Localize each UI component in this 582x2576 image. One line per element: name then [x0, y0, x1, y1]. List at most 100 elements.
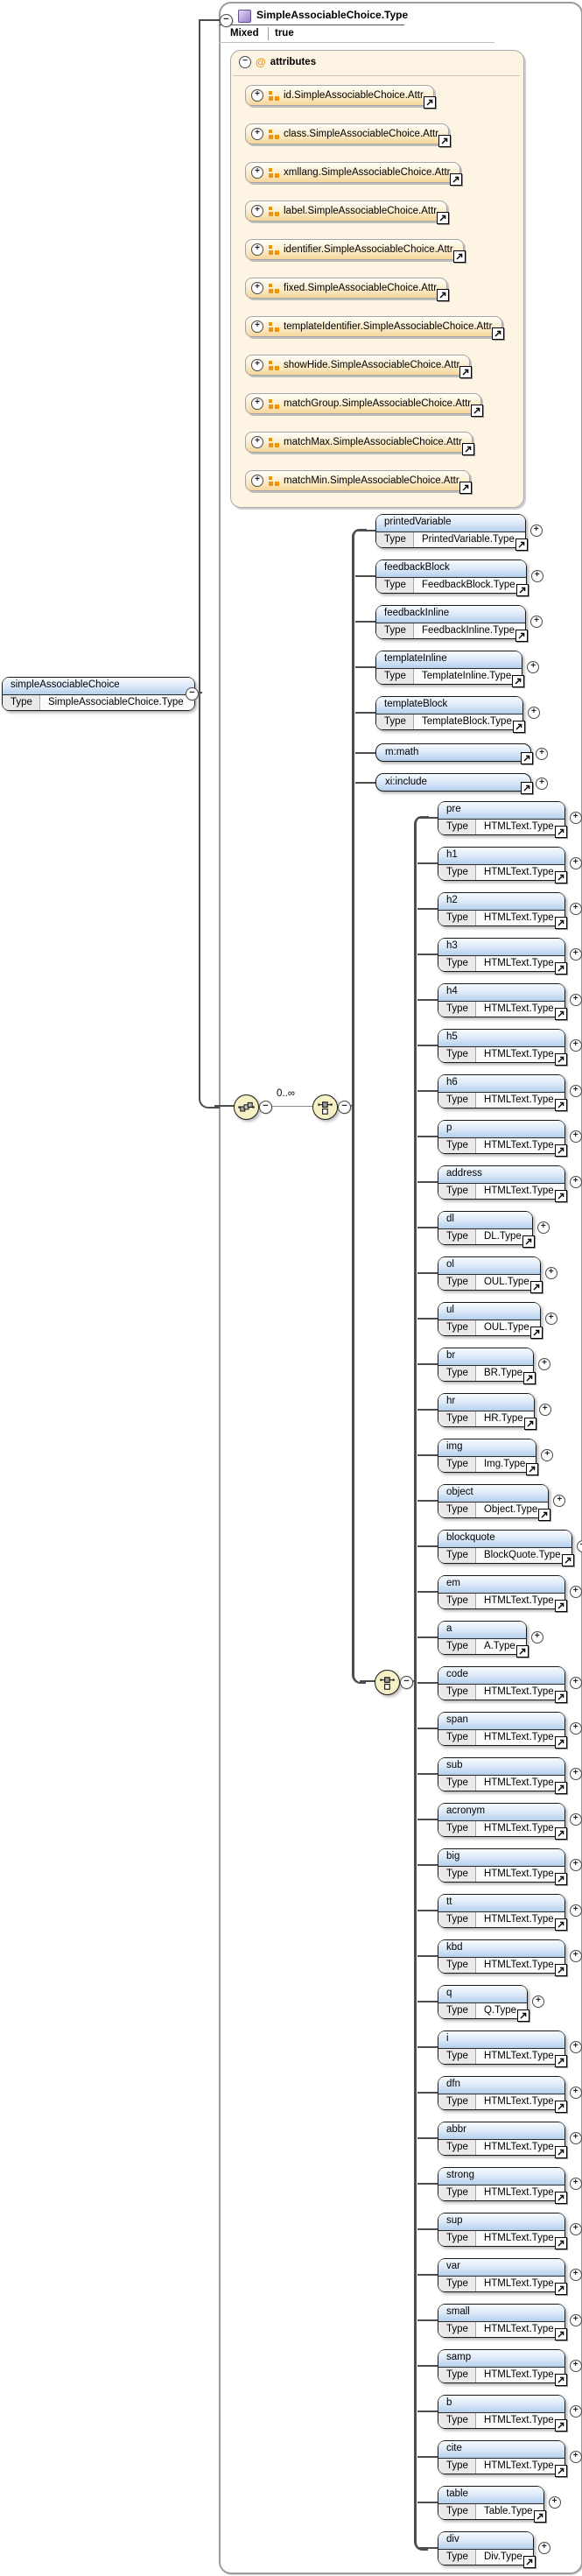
link-arrow-icon[interactable] — [538, 1509, 551, 1521]
attribute-box-matchMax.SimpleAssociableChoice.Attr[interactable]: + matchMax.SimpleAssociableChoice.Attr — [245, 432, 474, 455]
expand-element-button[interactable]: + — [538, 1358, 551, 1370]
element-box-kbd[interactable]: kbd Type HTMLText.Type — [438, 1939, 567, 1976]
element-box-h4[interactable]: h4 Type HTMLText.Type — [438, 983, 567, 1020]
link-arrow-icon[interactable] — [437, 289, 450, 301]
expand-element-button[interactable]: + — [530, 570, 543, 582]
link-arrow-icon[interactable] — [554, 1190, 567, 1202]
element-box-ul[interactable]: ul Type OUL.Type — [438, 1302, 543, 1339]
expand-element-button[interactable]: + — [569, 2360, 582, 2372]
element-box-samp[interactable]: samp Type HTMLText.Type — [438, 2349, 567, 2386]
element-item-em[interactable]: em Type HTMLText.Type + — [438, 1575, 582, 1612]
attribute-box-fixed.SimpleAssociableChoice.Attr[interactable]: + fixed.SimpleAssociableChoice.Attr — [245, 278, 450, 301]
element-item-templateBlock[interactable]: templateBlock Type TemplateBlock.Type + — [375, 696, 540, 733]
attribute-box-matchMin.SimpleAssociableChoice.Attr[interactable]: + matchMin.SimpleAssociableChoice.Attr — [245, 470, 472, 494]
element-item-h3[interactable]: h3 Type HTMLText.Type + — [438, 938, 582, 975]
link-arrow-icon[interactable] — [512, 675, 525, 687]
expand-attribute-button[interactable]: + — [251, 89, 263, 102]
collapse-type-button[interactable]: − — [220, 14, 233, 27]
expand-element-button[interactable]: + — [569, 2405, 582, 2418]
element-item-code[interactable]: code Type HTMLText.Type + — [438, 1666, 582, 1703]
element-box-i[interactable]: i Type HTMLText.Type — [438, 2031, 567, 2067]
link-arrow-icon[interactable] — [554, 2465, 567, 2477]
element-item-b[interactable]: b Type HTMLText.Type + — [438, 2395, 582, 2432]
element-item-q[interactable]: q Type Q.Type + — [438, 1985, 545, 2022]
expand-element-button[interactable]: + — [536, 1221, 550, 1234]
link-arrow-icon[interactable] — [438, 135, 452, 147]
link-arrow-icon[interactable] — [517, 2009, 530, 2022]
link-arrow-icon[interactable] — [523, 1372, 536, 1384]
element-box-span[interactable]: span Type HTMLText.Type — [438, 1712, 567, 1749]
link-arrow-icon[interactable] — [554, 2237, 567, 2249]
expand-element-button[interactable]: + — [569, 2041, 582, 2053]
expand-element-button[interactable]: + — [544, 1313, 557, 1325]
element-item-ul[interactable]: ul Type OUL.Type + — [438, 1302, 557, 1339]
element-box-br[interactable]: br Type BR.Type — [438, 1348, 536, 1384]
element-item-object[interactable]: object Type Object.Type + — [438, 1484, 566, 1521]
element-item-div[interactable]: div Type Div.Type + — [438, 2531, 550, 2568]
element-box-q[interactable]: q Type Q.Type — [438, 1985, 530, 2022]
link-arrow-icon[interactable] — [554, 1099, 567, 1111]
collapse-sequence-button[interactable]: − — [259, 1101, 272, 1114]
link-arrow-icon[interactable] — [554, 1918, 567, 1931]
element-item-feedbackBlock[interactable]: feedbackBlock Type FeedbackBlock.Type + — [375, 560, 543, 596]
expand-attribute-button[interactable]: + — [251, 205, 263, 217]
expand-attribute-button[interactable]: + — [251, 282, 263, 294]
link-arrow-icon[interactable] — [554, 1691, 567, 1703]
expand-element-button[interactable]: + — [569, 1586, 582, 1598]
element-item-cite[interactable]: cite Type HTMLText.Type + — [438, 2440, 582, 2477]
element-item-printedVariable[interactable]: printedVariable Type PrintedVariable.Typ… — [375, 514, 543, 551]
element-item-h4[interactable]: h4 Type HTMLText.Type + — [438, 983, 582, 1020]
link-arrow-icon[interactable] — [554, 917, 567, 929]
element-item-h2[interactable]: h2 Type HTMLText.Type + — [438, 892, 582, 929]
link-arrow-icon[interactable] — [452, 250, 466, 263]
element-item-a[interactable]: a Type A.Type + — [438, 1621, 543, 1658]
expand-attribute-button[interactable]: + — [251, 320, 263, 333]
element-box-simpleAssociableChoice[interactable]: simpleAssociableChoice Type SimpleAssoci… — [2, 677, 195, 711]
attribute-box-templateIdentifier.SimpleAssociableChoice.Attr[interactable]: + templateIdentifier.SimpleAssociableCho… — [245, 316, 505, 340]
root-element[interactable]: simpleAssociableChoice Type SimpleAssoci… — [2, 677, 195, 711]
expand-attribute-button[interactable]: + — [251, 166, 263, 179]
element-item-abbr[interactable]: abbr Type HTMLText.Type + — [438, 2122, 582, 2158]
element-item-strong[interactable]: strong Type HTMLText.Type + — [438, 2167, 582, 2204]
expand-element-button[interactable]: + — [569, 1085, 582, 1097]
expand-element-button[interactable]: + — [527, 661, 540, 673]
expand-attribute-button[interactable]: + — [251, 436, 263, 448]
link-arrow-icon[interactable] — [450, 173, 463, 186]
expand-element-button[interactable]: + — [569, 2269, 582, 2281]
link-arrow-icon[interactable] — [554, 2192, 567, 2204]
element-box-m:math[interactable]: m:math — [375, 743, 533, 764]
expand-element-button[interactable]: + — [569, 2178, 582, 2190]
element-item-var[interactable]: var Type HTMLText.Type + — [438, 2258, 582, 2295]
element-box-div[interactable]: div Type Div.Type — [438, 2531, 536, 2568]
element-item-pre[interactable]: pre Type HTMLText.Type + — [438, 801, 582, 838]
expand-element-button[interactable]: + — [527, 707, 540, 719]
link-arrow-icon[interactable] — [461, 443, 474, 455]
attribute-box-id.SimpleAssociableChoice.Attr[interactable]: + id.SimpleAssociableChoice.Attr — [245, 85, 436, 109]
element-item-kbd[interactable]: kbd Type HTMLText.Type + — [438, 1939, 582, 1976]
link-arrow-icon[interactable] — [554, 2101, 567, 2113]
element-box-h2[interactable]: h2 Type HTMLText.Type — [438, 892, 567, 929]
link-arrow-icon[interactable] — [554, 1053, 567, 1066]
collapse-choice-1-button[interactable]: − — [338, 1101, 351, 1114]
element-item-small[interactable]: small Type HTMLText.Type + — [438, 2304, 582, 2340]
element-item-h1[interactable]: h1 Type HTMLText.Type + — [438, 847, 582, 883]
element-item-ol[interactable]: ol Type OUL.Type + — [438, 1256, 557, 1293]
element-box-hr[interactable]: hr Type HR.Type — [438, 1393, 536, 1430]
choice-compositor-2[interactable] — [375, 1670, 400, 1695]
element-item-blockquote[interactable]: blockquote Type BlockQuote.Type + — [438, 1530, 582, 1566]
expand-element-button[interactable]: + — [536, 748, 548, 760]
link-arrow-icon[interactable] — [554, 871, 567, 883]
expand-element-button[interactable]: + — [569, 2087, 582, 2099]
expand-element-button[interactable]: + — [537, 2542, 550, 2554]
attribute-box-class.SimpleAssociableChoice.Attr[interactable]: + class.SimpleAssociableChoice.Attr — [245, 123, 452, 147]
element-item-sup[interactable]: sup Type HTMLText.Type + — [438, 2213, 582, 2249]
attribute-box-matchGroup.SimpleAssociableChoice.Attr[interactable]: + matchGroup.SimpleAssociableChoice.Attr — [245, 393, 484, 417]
element-box-sup[interactable]: sup Type HTMLText.Type — [438, 2213, 567, 2249]
element-box-table[interactable]: table Type Table.Type — [438, 2486, 546, 2523]
element-box-dl[interactable]: dl Type DL.Type — [438, 1211, 535, 1248]
link-arrow-icon[interactable] — [554, 826, 567, 838]
expand-element-button[interactable]: + — [569, 994, 582, 1006]
element-box-h1[interactable]: h1 Type HTMLText.Type — [438, 847, 567, 883]
link-arrow-icon[interactable] — [529, 1327, 543, 1339]
sequence-compositor[interactable] — [234, 1094, 259, 1120]
